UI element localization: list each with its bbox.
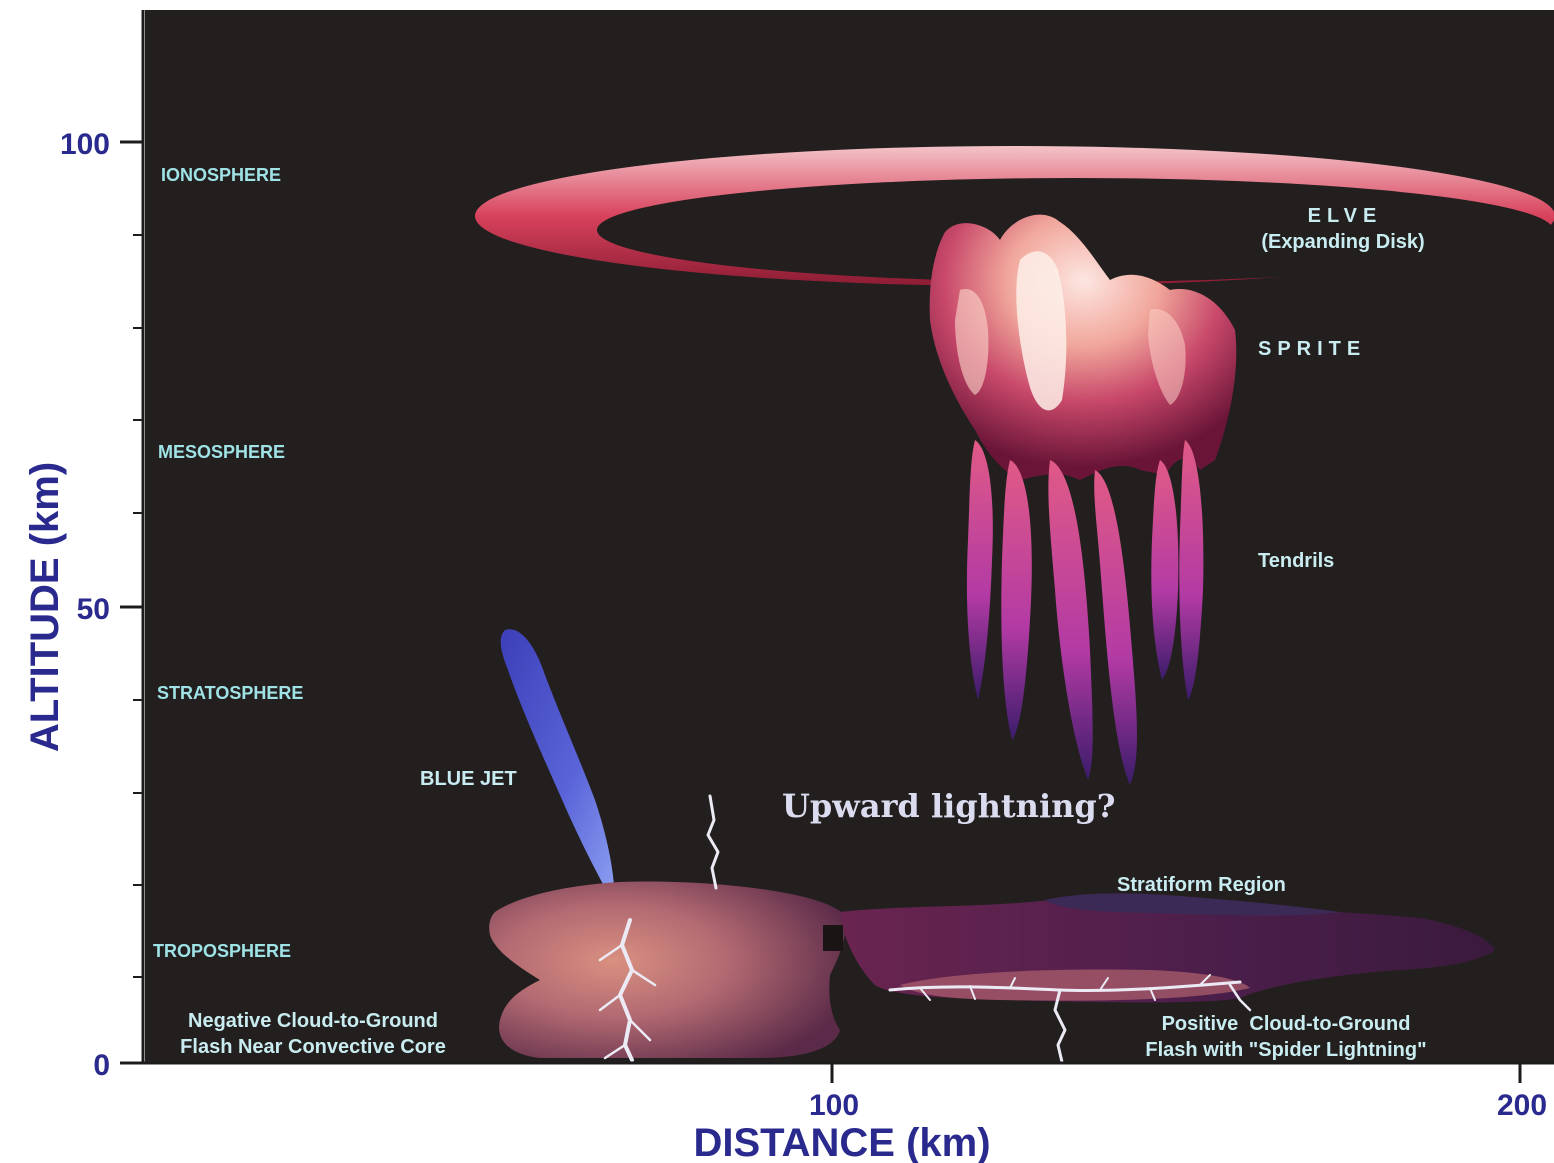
tendrils-label: Tendrils bbox=[1258, 550, 1334, 572]
x-tick-100: 100 bbox=[809, 1089, 859, 1122]
negative-cg-label-line2: Flash Near Convective Core bbox=[180, 1036, 446, 1058]
convective-cloud bbox=[489, 882, 845, 1058]
layer-ionosphere: IONOSPHERE bbox=[161, 165, 281, 185]
elve-label: ELVE bbox=[1308, 205, 1383, 227]
cloud-dark-notch bbox=[823, 925, 843, 951]
y-axis-title: ALTITUDE (km) bbox=[23, 462, 67, 752]
y-tick-100: 100 bbox=[60, 128, 110, 161]
layer-troposphere: TROPOSPHERE bbox=[153, 941, 291, 961]
positive-cg-label-line1: Positive Cloud-to-Ground bbox=[1162, 1013, 1411, 1035]
positive-cg-label-line2: Flash with "Spider Lightning" bbox=[1145, 1039, 1426, 1061]
x-tick-200: 200 bbox=[1497, 1089, 1547, 1122]
negative-cg-label-line1: Negative Cloud-to-Ground bbox=[188, 1010, 438, 1032]
blue-jet-label: BLUE JET bbox=[420, 768, 517, 790]
sprite-label: SPRITE bbox=[1258, 338, 1366, 360]
upward-lightning-label: Upward lightning? bbox=[782, 787, 1115, 825]
y-tick-0: 0 bbox=[93, 1049, 110, 1082]
layer-mesosphere: MESOSPHERE bbox=[158, 442, 285, 462]
y-tick-50: 50 bbox=[77, 593, 110, 626]
stratiform-label: Stratiform Region bbox=[1117, 874, 1286, 896]
layer-stratosphere: STRATOSPHERE bbox=[157, 683, 303, 703]
x-axis-title: DISTANCE (km) bbox=[693, 1121, 990, 1163]
elve-sublabel: (Expanding Disk) bbox=[1261, 231, 1424, 253]
